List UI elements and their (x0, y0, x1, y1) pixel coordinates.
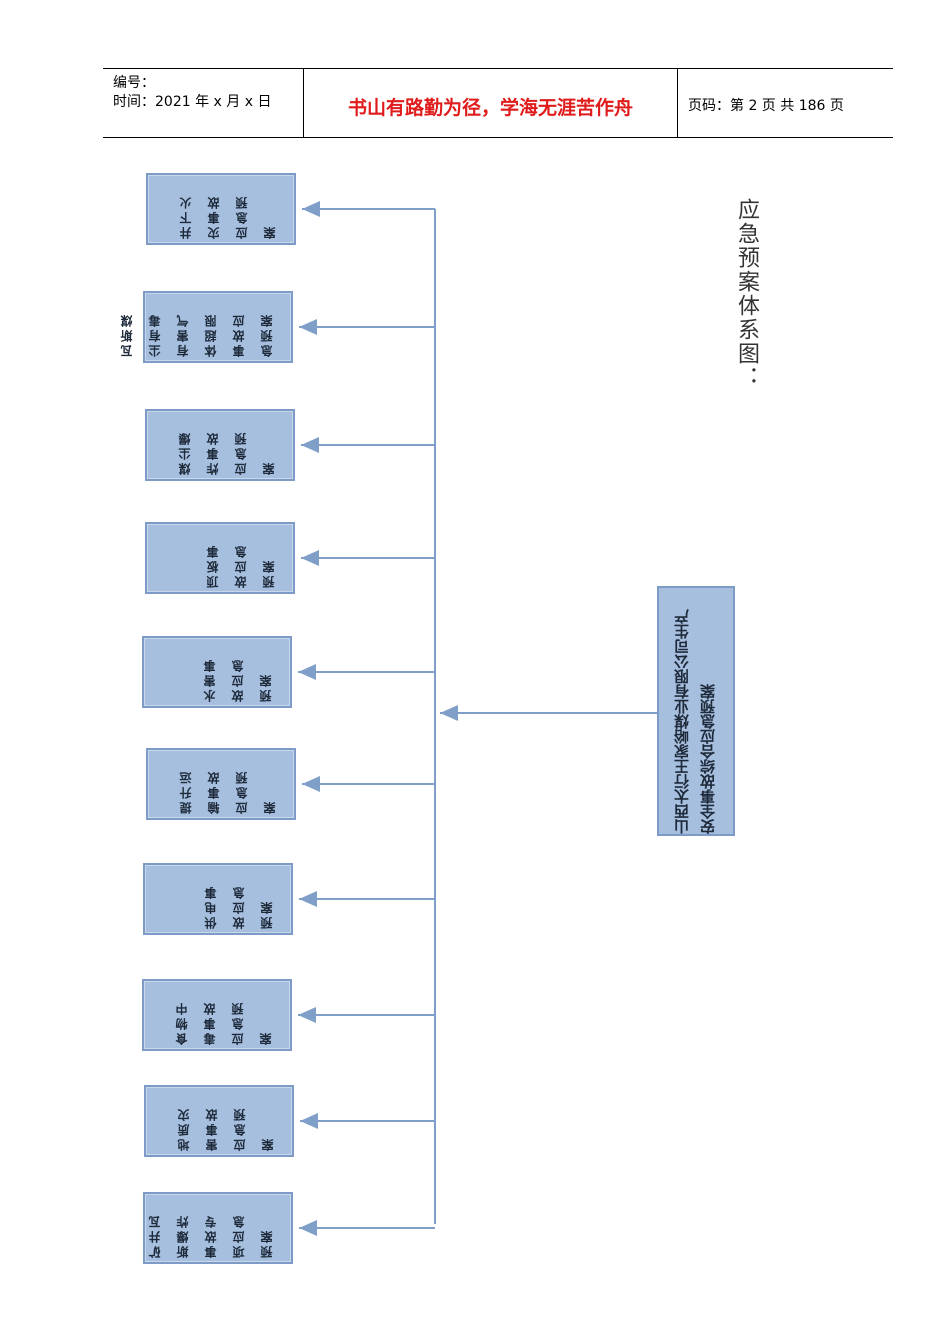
branch-label: 矿井瓦斯爆炸事故专项应急预案 (148, 1213, 274, 1258)
branch-label: 提升运输事故应急预案 (179, 769, 277, 814)
branch-label: 顶板事故应急预案 (206, 543, 276, 588)
motto-text: 书山有路勤为径，学海无涯苦作舟 (347, 97, 633, 119)
header-meta-cell: 编号： 时间：2021 年 x 月 x 日 (103, 69, 304, 137)
branch-box-9: 地质灾害事故应急预案 (144, 1085, 294, 1157)
header-page-cell: 页码：第 2 页 共 186 页 (678, 69, 893, 137)
branch-box-7: 供电事故应急预案 (143, 863, 293, 935)
header-motto-cell: 书山有路勤为径，学海无涯苦作舟 (304, 69, 678, 137)
branch-label: 地质灾害事故应急预案 (177, 1106, 275, 1151)
main-plan-label: 山西太行王家峪煤业有限公司生产安全事故综合应急预案 (673, 609, 717, 834)
branch-box-5: 水害事故应急预案 (142, 636, 292, 708)
time-label: 时间：2021 年 x 月 x 日 (113, 94, 272, 110)
branch-label: 水害事故应急预案 (203, 657, 273, 702)
branch-box-6: 提升运输事故应急预案 (146, 748, 296, 820)
page-info: 页码：第 2 页 共 186 页 (688, 98, 844, 114)
branch-label: 供电事故应急预案 (204, 884, 274, 929)
number-label: 编号： (113, 75, 155, 91)
document-header: 编号： 时间：2021 年 x 月 x 日 书山有路勤为径，学海无涯苦作舟 页码… (103, 68, 893, 138)
branch-box-8: 食物中毒事故应急预案 (142, 979, 292, 1051)
branch-box-3: 煤尘爆炸事故应急预案 (145, 409, 295, 481)
branch-label: 瓦斯煤尘有毒有害气体超限事故应急预案 (120, 312, 274, 357)
branch-label: 食物中毒事故应急预案 (175, 1000, 273, 1045)
main-plan-box: 山西太行王家峪煤业有限公司生产安全事故综合应急预案 (657, 586, 735, 836)
branch-label: 煤尘爆炸事故应急预案 (178, 430, 276, 475)
diagram-title: 应急预案体系图： (734, 198, 759, 390)
branch-box-10: 矿井瓦斯爆炸事故专项应急预案 (143, 1192, 293, 1264)
branch-box-2: 瓦斯煤尘有毒有害气体超限事故应急预案 (120, 291, 293, 363)
branch-box-4: 顶板事故应急预案 (145, 522, 295, 594)
branch-label: 井下火灾事故应急预案 (179, 194, 277, 239)
branch-box-1: 井下火灾事故应急预案 (146, 173, 296, 245)
